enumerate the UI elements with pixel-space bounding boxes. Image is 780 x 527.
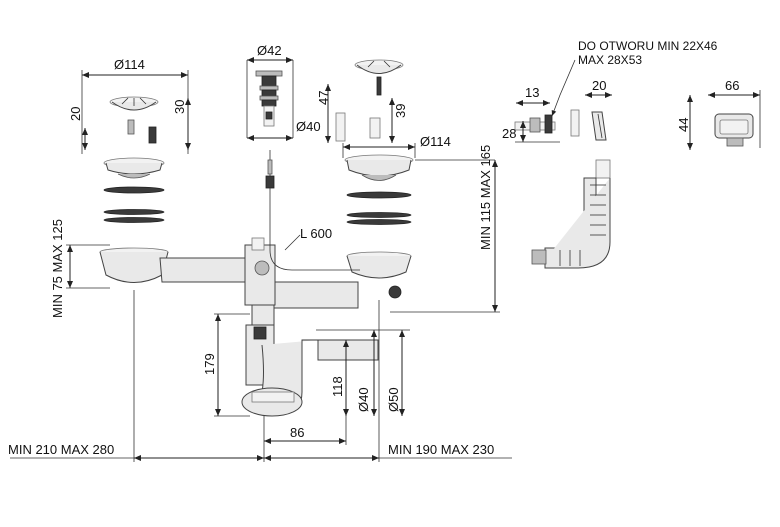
trap-diameter-50: Ø50	[386, 387, 401, 412]
left-strainer-depth: 30	[172, 100, 187, 114]
trap-offset: 86	[290, 425, 304, 440]
height-range-right: MIN 115 MAX 165	[478, 145, 493, 250]
siphon-assembly	[99, 150, 412, 417]
overflow-height: 28	[502, 126, 516, 141]
height-range-left: MIN 75 MAX 125	[50, 219, 65, 318]
right-strainer-diameter: Ø114	[420, 134, 451, 149]
overflow-hole-note-line1: DO OTWORU MIN 22X46	[578, 39, 718, 53]
width-right: MIN 190 MAX 230	[388, 442, 494, 457]
overflow-box-width: 66	[725, 78, 739, 93]
right-strainer	[335, 59, 414, 225]
overflow-parts	[514, 109, 754, 147]
trap-height: 179	[202, 353, 217, 375]
width-left: MIN 210 MAX 280	[8, 442, 114, 457]
cable-length: L 600	[300, 226, 332, 241]
overflow-box-height: 44	[676, 118, 691, 132]
left-strainer-height: 20	[68, 107, 83, 121]
left-strainer-diameter: Ø114	[114, 57, 145, 72]
pop-up-plug	[255, 70, 283, 127]
left-strainer	[103, 96, 165, 223]
plug-height: 47	[316, 91, 331, 105]
plug-diameter-top: Ø42	[257, 43, 282, 58]
trap-outlet-height: 118	[330, 376, 345, 397]
right-strainer-depth: 39	[393, 104, 408, 118]
plug-diameter-bottom: Ø40	[296, 119, 321, 134]
overflow-hose	[531, 159, 611, 269]
trap-diameter-40: Ø40	[356, 387, 371, 412]
overflow-width: 13	[525, 85, 539, 100]
overflow-hole-note-line2: MAX 28X53	[578, 53, 642, 67]
overflow-depth: 20	[592, 78, 606, 93]
